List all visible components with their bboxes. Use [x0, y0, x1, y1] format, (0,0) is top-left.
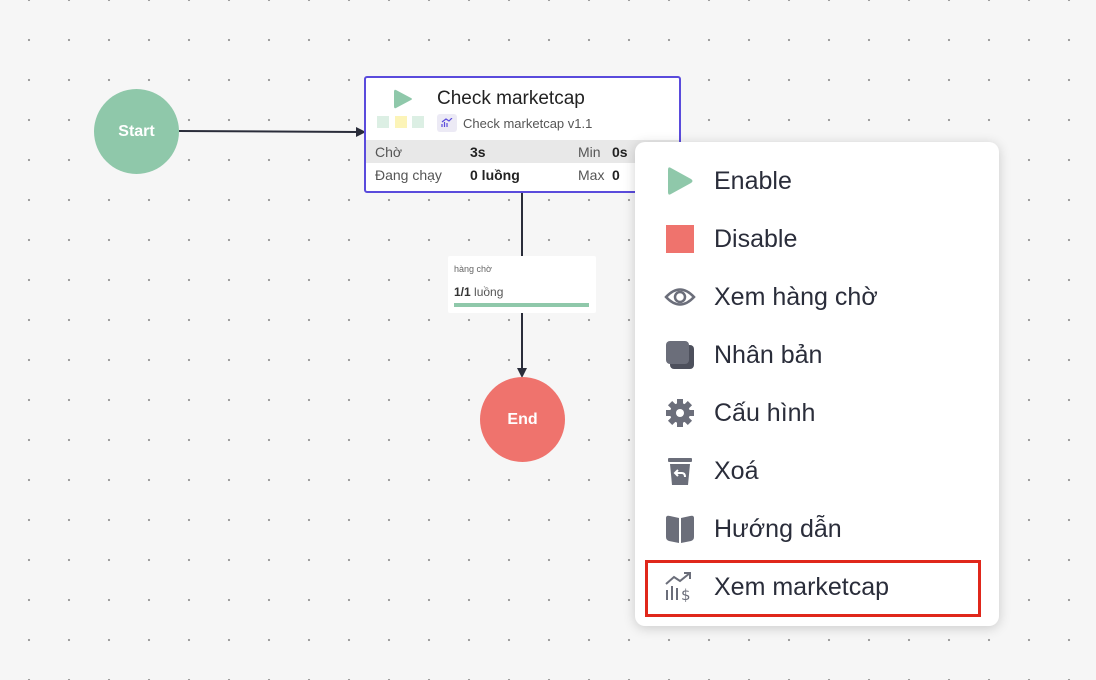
menu-item-delete[interactable]: Xoá	[663, 451, 758, 491]
stat-value: 0	[612, 166, 620, 183]
stop-icon	[663, 225, 697, 253]
menu-item-view-marketcap[interactable]: $ Xem marketcap	[663, 567, 889, 607]
menu-label: Xem hàng chờ	[714, 282, 878, 311]
menu-label: Cấu hình	[714, 398, 816, 427]
queue-label: hàng chờ	[454, 264, 492, 274]
menu-label: Disable	[714, 224, 798, 253]
chart-dollar-icon: $	[663, 572, 697, 602]
end-label: End	[507, 410, 538, 428]
status-square	[395, 116, 407, 128]
menu-item-disable[interactable]: Disable	[663, 219, 797, 259]
queue-unit: luồng	[474, 285, 504, 299]
menu-item-view-queue[interactable]: Xem hàng chờ	[663, 277, 878, 317]
gear-icon	[663, 398, 697, 428]
queue-count: 1/1	[454, 285, 471, 299]
menu-label: Nhân bản	[714, 340, 823, 369]
end-node[interactable]: End	[480, 377, 565, 462]
stat-value: 0 luồng	[470, 166, 520, 183]
menu-label: Xoá	[714, 456, 759, 485]
stat-value: 3s	[470, 143, 486, 160]
queue-card[interactable]: hàng chờ 1/1 luồng	[448, 256, 596, 313]
play-icon	[663, 166, 697, 196]
check-marketcap-node[interactable]: Check marketcap Check marketcap v1.1 Chờ…	[364, 76, 681, 193]
menu-label: Xem marketcap	[714, 572, 890, 601]
stat-label: Max	[578, 166, 605, 183]
node-title: Check marketcap	[437, 88, 585, 109]
menu-item-settings[interactable]: Cấu hình	[663, 393, 815, 433]
start-label: Start	[118, 122, 155, 140]
queue-progress	[454, 303, 589, 307]
stat-label: Min	[578, 143, 601, 160]
status-square	[412, 116, 424, 128]
menu-item-guide[interactable]: Hướng dẫn	[663, 509, 842, 549]
copy-icon	[663, 340, 697, 370]
stat-label: Đang chạy	[375, 166, 442, 183]
menu-label: Enable	[714, 166, 792, 195]
trash-icon	[663, 456, 697, 486]
play-icon	[394, 89, 412, 109]
stat-value: 0s	[612, 143, 628, 160]
stat-label: Chờ	[375, 143, 403, 160]
book-icon	[663, 515, 697, 543]
highlight-box	[645, 560, 981, 617]
menu-item-enable[interactable]: Enable	[663, 161, 792, 201]
eye-icon	[663, 286, 697, 308]
node-subtitle: Check marketcap v1.1	[463, 115, 593, 131]
menu-item-duplicate[interactable]: Nhân bản	[663, 335, 822, 375]
svg-text:$: $	[681, 586, 691, 602]
start-node[interactable]: Start	[94, 89, 179, 174]
status-square	[377, 116, 389, 128]
menu-label: Hướng dẫn	[714, 514, 842, 543]
context-menu: Enable Disable Xem hàng chờ Nhân bản Cấu…	[635, 142, 999, 626]
chart-dollar-icon	[437, 114, 457, 132]
